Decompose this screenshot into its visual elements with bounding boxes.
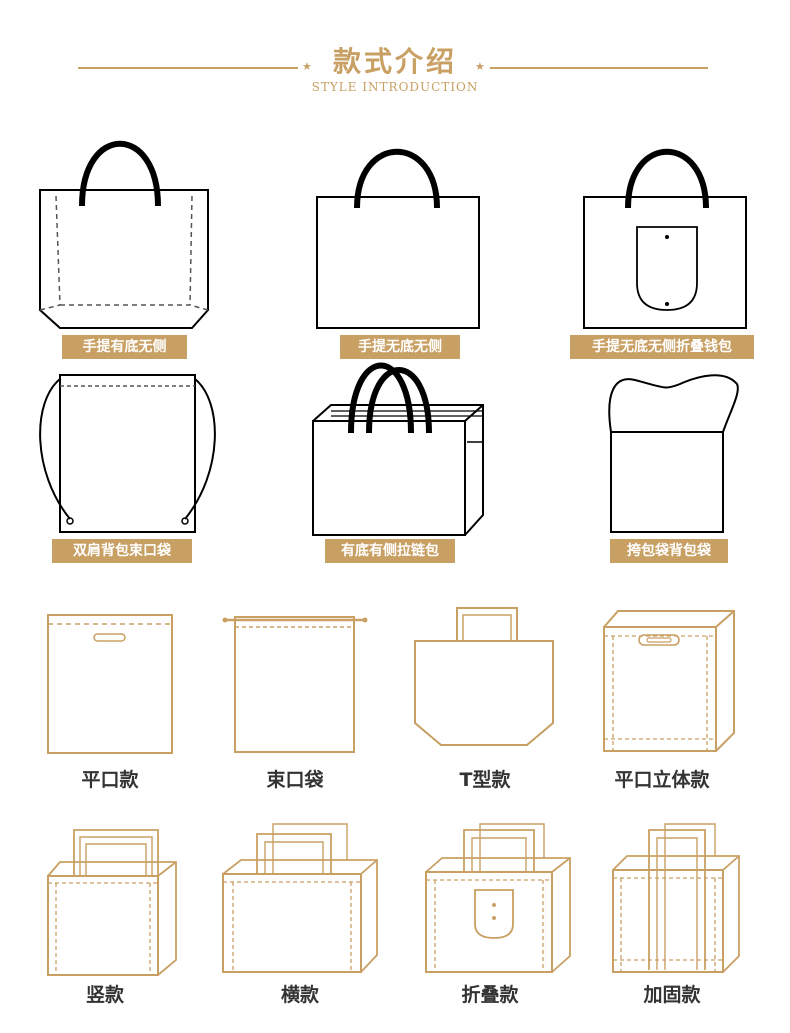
drawstring-backpack-icon: [39, 374, 216, 533]
style-card[interactable]: 竖款: [30, 820, 190, 1015]
style-card[interactable]: 挎包袋背包袋: [595, 372, 745, 567]
header-right-line: [490, 67, 708, 69]
style-label: 横款: [280, 984, 319, 1006]
style-tag: 手提无底无侧折叠钱包: [570, 335, 754, 359]
handbag-fold-pouch-icon: [583, 148, 747, 329]
style-tag: 有底有侧拉链包: [325, 539, 455, 563]
style-card[interactable]: 折叠款: [420, 820, 580, 1015]
style-card[interactable]: 手提无底无侧: [305, 128, 495, 363]
star-icon: ★: [475, 60, 485, 73]
folding-bag-icon: [425, 823, 571, 973]
zipper-bag-icon: [312, 362, 484, 536]
style-label: 加固款: [643, 984, 701, 1006]
style-card[interactable]: 横款: [215, 820, 385, 1015]
style-label: 竖款: [85, 984, 124, 1006]
style-tag: 挎包袋背包袋: [610, 539, 728, 563]
style-tag: 双肩背包束口袋: [52, 539, 192, 563]
style-card[interactable]: 双肩背包束口袋: [30, 372, 220, 567]
star-icon: ★: [302, 60, 312, 73]
flat-bag-icon: [47, 614, 173, 754]
style-label: 折叠款: [461, 984, 519, 1006]
style-card[interactable]: T型款: [405, 605, 565, 795]
horizontal-bag-icon: [222, 823, 378, 973]
style-card[interactable]: 束口袋: [215, 605, 375, 795]
reinforced-bag-icon: [612, 823, 740, 973]
section-header: ★ 款式介绍 ★ STYLE INTRODUCTION: [0, 0, 790, 110]
style-card[interactable]: 加固款: [605, 820, 755, 1015]
style-label: 平口款: [81, 769, 139, 791]
style-card[interactable]: 平口立体款: [592, 605, 752, 795]
style-label: 平口立体款: [614, 769, 710, 791]
handbag-flat-icon: [316, 148, 480, 329]
style-card[interactable]: 有底有侧拉链包: [305, 355, 495, 567]
handbag-bottom-no-side-icon: [39, 140, 209, 329]
style-label: T型款: [459, 769, 511, 791]
style-card[interactable]: 平口款: [30, 605, 190, 795]
header-left-line: [78, 67, 298, 69]
crossbody-bag-icon: [608, 374, 739, 533]
style-card[interactable]: 手提无底无侧折叠钱包: [570, 128, 770, 363]
style-card[interactable]: 手提有底无侧: [30, 128, 220, 363]
style-tag: 手提无底无侧: [340, 335, 460, 359]
drawstring-bag-icon: [222, 616, 368, 753]
style-tag: 手提有底无侧: [62, 335, 187, 359]
style-label: 束口袋: [266, 769, 324, 791]
section-subtitle: STYLE INTRODUCTION: [311, 80, 479, 94]
flat-3d-bag-icon: [603, 610, 735, 752]
t-shape-bag-icon: [414, 607, 554, 746]
vertical-bag-icon: [47, 829, 177, 976]
section-title: 款式介绍: [332, 45, 457, 78]
